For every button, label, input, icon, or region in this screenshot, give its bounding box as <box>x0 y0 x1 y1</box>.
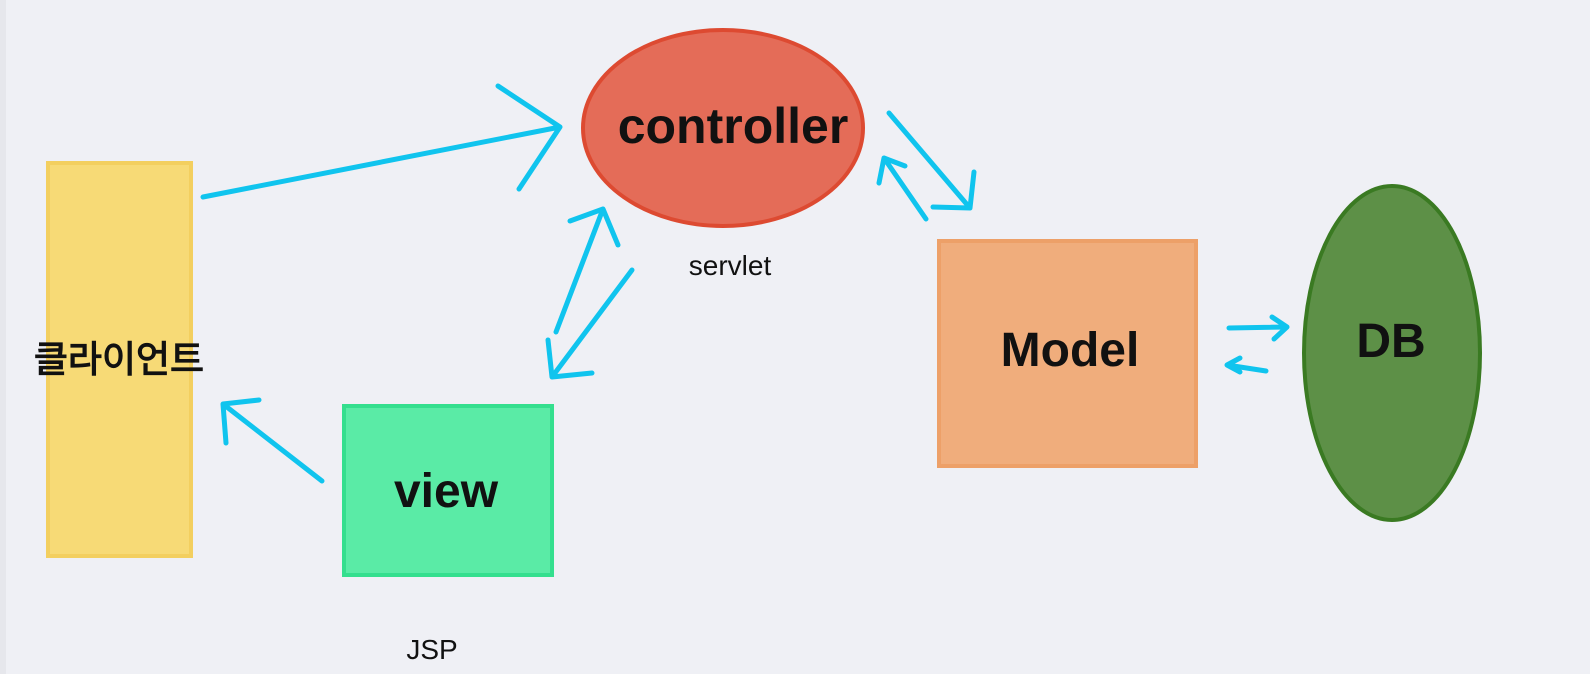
model-box <box>937 239 1198 468</box>
arrows <box>200 83 1290 484</box>
view-caption: JSP <box>406 634 457 665</box>
view-label: view <box>394 465 499 518</box>
arrow-view-to-client <box>220 397 325 484</box>
view-box <box>342 404 554 577</box>
db-label: DB <box>1356 315 1425 368</box>
arrow-view-to-controller <box>553 206 621 335</box>
client-box <box>46 161 193 558</box>
arrow-controller-to-view <box>545 267 635 380</box>
left-edge <box>0 0 6 674</box>
arrow-client-to-controller <box>200 83 563 200</box>
arrow-model-to-db <box>1226 314 1290 342</box>
controller-caption: servlet <box>689 250 772 281</box>
arrow-controller-to-model <box>886 110 977 211</box>
client-label: 클라이언트 <box>34 339 204 380</box>
controller-label: controller <box>618 98 849 154</box>
controller-ellipse <box>581 28 865 228</box>
arrow-model-to-controller <box>876 155 929 222</box>
db-ellipse <box>1302 184 1482 522</box>
model-label: Model <box>1001 324 1140 377</box>
arrow-db-to-model <box>1224 355 1269 375</box>
